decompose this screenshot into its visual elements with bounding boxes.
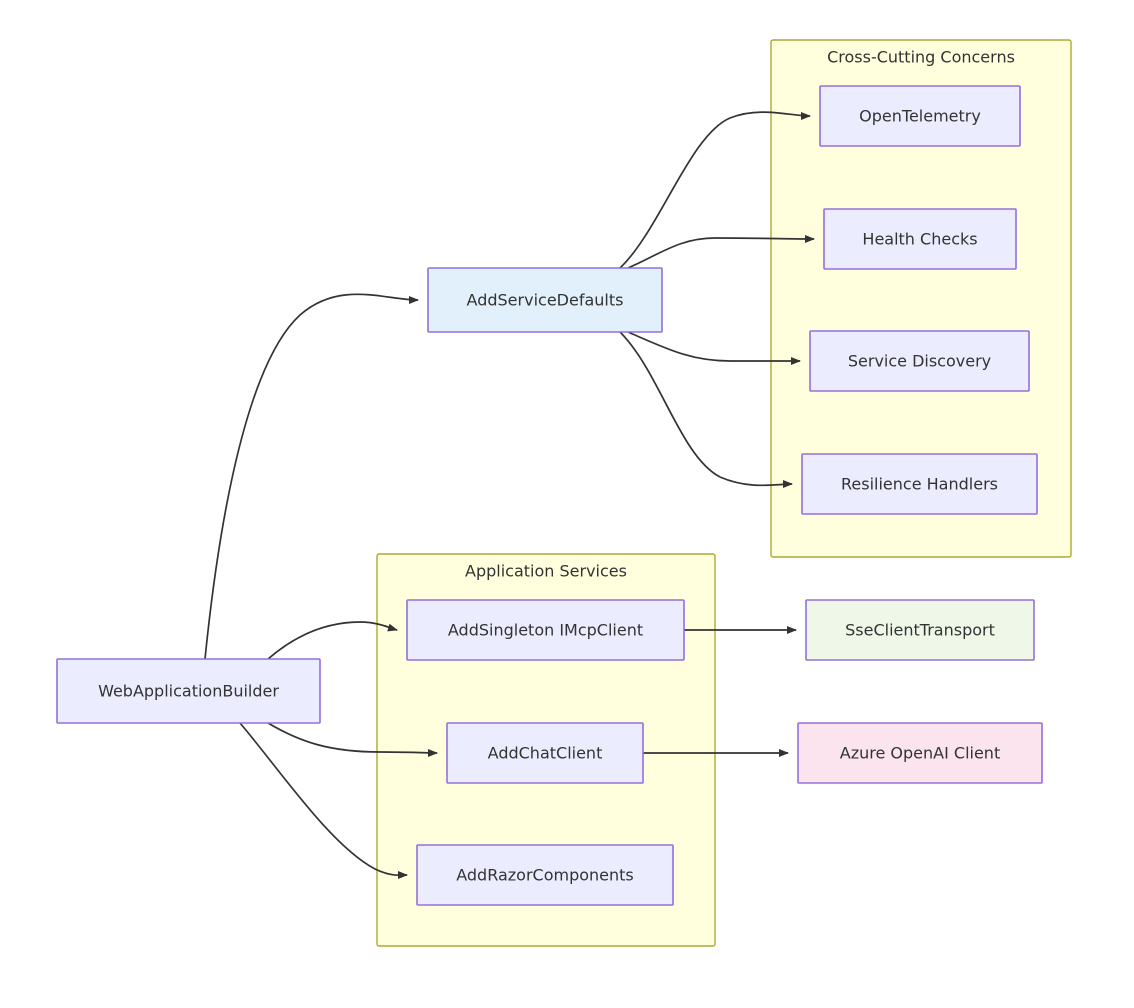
node-health-checks[interactable]: Health Checks bbox=[823, 208, 1017, 270]
node-add-chat-client[interactable]: AddChatClient bbox=[446, 722, 644, 784]
node-layer: WebApplicationBuilder AddServiceDefaults O… bbox=[56, 85, 1043, 906]
cluster-title-cross-cutting-concerns: Cross-Cutting Concerns bbox=[827, 48, 1015, 67]
node-label-sse-client-transport: SseClientTransport bbox=[845, 621, 995, 640]
node-add-razor-components[interactable]: AddRazorComponents bbox=[416, 844, 674, 906]
cluster-title-application-services: Application Services bbox=[465, 562, 627, 581]
node-label-azure-openai-client: Azure OpenAI Client bbox=[840, 744, 1000, 763]
edge-layer bbox=[204, 111, 815, 880]
node-box-health-checks[interactable] bbox=[823, 208, 1017, 270]
node-resilience-handlers[interactable]: Resilience Handlers bbox=[801, 453, 1038, 515]
node-box-add-razor-components[interactable] bbox=[416, 844, 674, 906]
node-box-web-application-builder[interactable] bbox=[56, 658, 321, 724]
edge-builder-to-servicedefaults bbox=[204, 293, 419, 660]
node-label-add-razor-components: AddRazorComponents bbox=[456, 866, 634, 885]
edge-servicedefaults-to-resilience bbox=[619, 331, 793, 489]
node-box-service-discovery[interactable] bbox=[809, 330, 1030, 392]
node-open-telemetry[interactable]: OpenTelemetry bbox=[819, 85, 1021, 147]
node-web-application-builder[interactable]: WebApplicationBuilder bbox=[56, 658, 321, 724]
node-label-service-discovery: Service Discovery bbox=[848, 352, 991, 371]
node-box-azure-openai-client[interactable] bbox=[797, 722, 1043, 784]
edge-builder-to-singleton bbox=[267, 621, 398, 660]
node-azure-openai-client[interactable]: Azure OpenAI Client bbox=[797, 722, 1043, 784]
node-label-add-service-defaults: AddServiceDefaults bbox=[467, 291, 624, 310]
edge-servicedefaults-to-opentelemetry bbox=[619, 111, 811, 269]
node-box-open-telemetry[interactable] bbox=[819, 85, 1021, 147]
cluster-cross-cutting-concerns: Cross-Cutting Concerns bbox=[770, 39, 1072, 558]
node-box-sse-client-transport[interactable] bbox=[805, 599, 1035, 661]
node-box-resilience-handlers[interactable] bbox=[801, 453, 1038, 515]
node-add-singleton-imcpclient[interactable]: AddSingleton IMcpClient bbox=[406, 599, 685, 661]
node-box-add-service-defaults[interactable] bbox=[427, 267, 663, 333]
edge-builder-to-razor bbox=[239, 722, 408, 880]
edge-servicedefaults-to-healthchecks bbox=[627, 234, 815, 269]
node-label-health-checks: Health Checks bbox=[862, 230, 977, 249]
edge-builder-to-chatclient bbox=[267, 722, 438, 757]
node-label-add-singleton-imcpclient: AddSingleton IMcpClient bbox=[448, 621, 643, 640]
node-service-discovery[interactable]: Service Discovery bbox=[809, 330, 1030, 392]
node-label-open-telemetry: OpenTelemetry bbox=[859, 107, 981, 126]
node-add-service-defaults[interactable]: AddServiceDefaults bbox=[427, 267, 663, 333]
node-box-add-singleton-imcpclient[interactable] bbox=[406, 599, 685, 661]
node-label-add-chat-client: AddChatClient bbox=[488, 744, 603, 763]
node-sse-client-transport[interactable]: SseClientTransport bbox=[805, 599, 1035, 661]
node-box-add-chat-client[interactable] bbox=[446, 722, 644, 784]
cluster-background-cross-cutting-concerns bbox=[770, 39, 1072, 558]
node-label-resilience-handlers: Resilience Handlers bbox=[841, 475, 998, 494]
edge-servicedefaults-to-servicediscovery bbox=[627, 331, 801, 365]
node-label-web-application-builder: WebApplicationBuilder bbox=[98, 682, 279, 701]
